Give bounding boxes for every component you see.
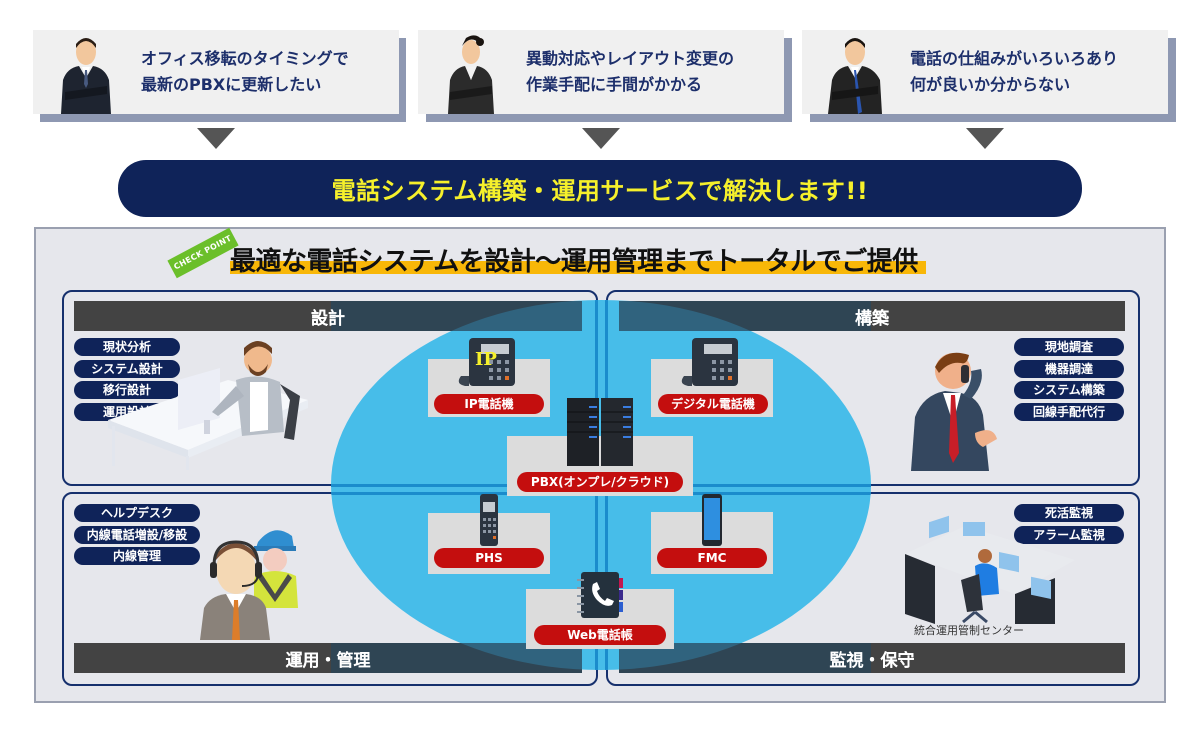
pbx-label: PBX(オンプレ/クラウド) <box>517 472 683 492</box>
operate-item: 内線電話増設/移設 <box>74 526 200 544</box>
design-item: システム設計 <box>74 360 180 378</box>
designer-at-desk-icon <box>108 341 308 470</box>
operations-center-caption: 統合運用管制センター <box>914 624 1024 637</box>
phonebook-icon <box>577 572 623 618</box>
fmc-label: FMC <box>657 548 767 568</box>
monitor-item: 死活監視 <box>1014 504 1124 522</box>
problem-line: 作業手配に手間がかかる <box>526 75 703 94</box>
panel-headline: 最適な電話システムを設計〜運用管理までトータルでご提供 <box>230 238 926 278</box>
web-phonebook-label: Web電話帳 <box>534 625 666 645</box>
operate-item: ヘルプデスク <box>74 504 200 522</box>
ip-badge: IP <box>475 349 497 370</box>
arrow-down-icon <box>582 128 620 149</box>
design-item: 移行設計 <box>74 381 180 399</box>
headline-text: 最適な電話システムを設計〜運用管理までトータルでご提供 <box>230 247 918 277</box>
operate-item: 内線管理 <box>74 547 200 565</box>
smartphone-icon <box>702 494 722 546</box>
problem-card-1: オフィス移転のタイミングで 最新のPBXに更新したい <box>33 30 399 114</box>
ip-phone-label: IP電話機 <box>434 394 544 414</box>
monitor-item: アラーム監視 <box>1014 526 1124 544</box>
headline-highlight <box>230 261 926 274</box>
section-title: 運用・管理 <box>285 650 371 671</box>
section-bar-overlay <box>331 301 582 331</box>
businessman-icon <box>828 38 882 114</box>
pbx-server-icon <box>567 398 633 466</box>
digital-phone-label: デジタル電話機 <box>658 394 768 414</box>
section-bar-overlay <box>619 301 871 331</box>
phs-handset-icon <box>480 494 498 546</box>
design-item: 現状分析 <box>74 338 180 356</box>
problem-card-3: 電話の仕組みがいろいろあり 何が良いか分からない <box>802 30 1168 114</box>
businessman-icon <box>61 38 111 114</box>
section-bar-design-label: 設計 <box>74 301 582 331</box>
section-title: 監視・保守 <box>829 650 915 671</box>
problem-text-3: 電話の仕組みがいろいろあり 何が良いか分からない <box>910 46 1118 98</box>
build-item: 現地調査 <box>1014 338 1124 356</box>
helpdesk-operator-icon <box>200 530 298 640</box>
arrow-down-icon <box>966 128 1004 149</box>
build-item: システム構築 <box>1014 381 1124 399</box>
banner-text: 電話システム構築・運用サービスで解決します!! <box>331 177 869 205</box>
section-bar-monitor-label: 監視・保守 <box>619 643 1125 673</box>
section-bar-operate-label: 運用・管理 <box>74 643 582 673</box>
businesswoman-icon <box>448 35 494 114</box>
problem-line: 電話の仕組みがいろいろあり <box>910 49 1119 68</box>
ip-phone-icon <box>458 338 515 386</box>
problem-line: オフィス移転のタイミングで <box>141 49 349 68</box>
phs-label: PHS <box>434 548 544 568</box>
problem-line: 何が良いか分からない <box>910 75 1071 94</box>
solution-banner: 電話システム構築・運用サービスで解決します!! <box>118 160 1082 217</box>
problem-card-2: 異動対応やレイアウト変更の 作業手配に手間がかかる <box>418 30 784 114</box>
problem-line: 異動対応やレイアウト変更の <box>526 49 735 68</box>
section-title: 構築 <box>855 308 889 329</box>
man-on-phone-icon <box>911 352 997 471</box>
section-bar-build-label: 構築 <box>619 301 1125 331</box>
operations-center-icon <box>905 515 1075 624</box>
section-title: 設計 <box>311 308 345 329</box>
arrow-down-icon <box>197 128 235 149</box>
build-item: 機器調達 <box>1014 360 1124 378</box>
digital-phone-icon <box>681 338 738 386</box>
problem-line: 最新のPBXに更新したい <box>141 75 322 94</box>
build-item: 回線手配代行 <box>1014 403 1124 421</box>
problem-text-1: オフィス移転のタイミングで 最新のPBXに更新したい <box>141 46 349 98</box>
problem-text-2: 異動対応やレイアウト変更の 作業手配に手間がかかる <box>526 46 734 98</box>
